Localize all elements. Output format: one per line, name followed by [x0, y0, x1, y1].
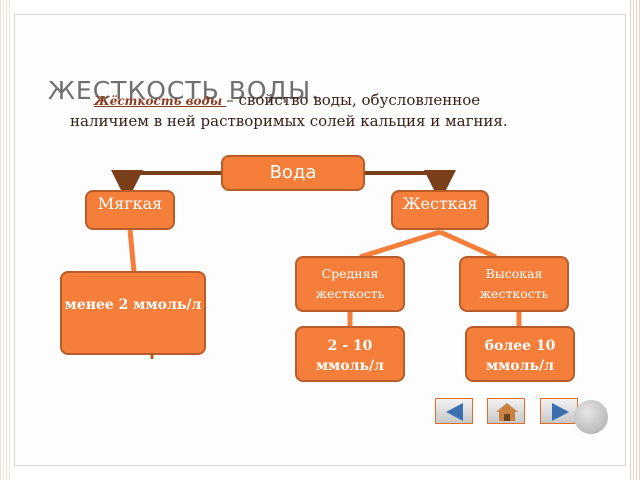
node-medium-hardness: Средняя жесткость [295, 256, 405, 312]
node-hard: Жесткая [391, 190, 489, 230]
connector-hard-to-medium [359, 229, 441, 260]
definition-paragraph: Жёсткость воды – свойство воды, обусловл… [70, 90, 550, 131]
prev-slide-button[interactable] [435, 398, 473, 424]
left-decor-stripe [0, 0, 10, 480]
node-soft: Мягкая [85, 190, 175, 230]
node-high-value: более 10 ммоль/л [465, 326, 575, 382]
connector-soft-to-value [127, 229, 137, 273]
node-water: Вода [221, 155, 365, 191]
node-medium-value: 2 - 10 ммоль/л [295, 326, 405, 382]
decorative-circle [574, 400, 608, 434]
node-soft-value: менее 2 ммоль/л [60, 271, 206, 355]
next-slide-button[interactable] [540, 398, 578, 424]
right-arrow-icon [552, 403, 569, 421]
right-decor-stripe [630, 0, 640, 480]
connector-root-to-soft [111, 170, 221, 202]
connector-hard-to-high [438, 229, 498, 260]
left-arrow-icon [446, 403, 463, 421]
home-button[interactable] [487, 398, 525, 424]
home-icon [496, 403, 518, 421]
node-high-hardness: Высокая жесткость [459, 256, 569, 312]
connector-root-to-hard [365, 170, 456, 202]
definition-term: Жёсткость воды [94, 94, 227, 108]
slide-frame [14, 14, 626, 466]
definition-text: – свойство воды, обусловленное наличием … [70, 91, 508, 130]
slide-title: ЖЕСТКОСТЬ ВОДЫ. [48, 76, 321, 105]
